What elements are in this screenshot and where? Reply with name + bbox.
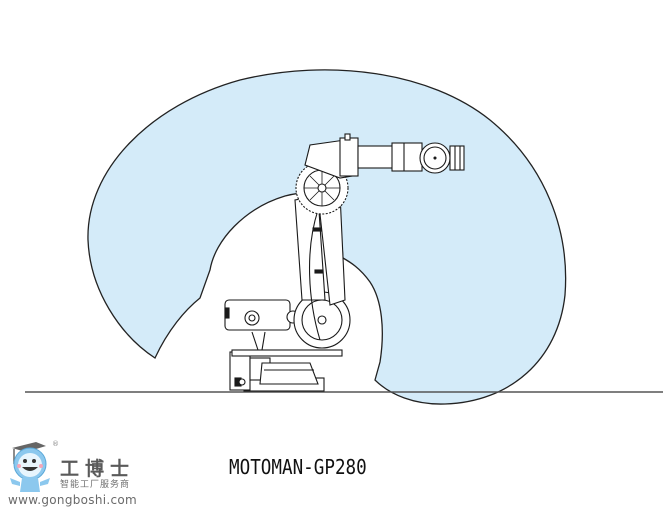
robot-drawing — [224, 133, 465, 392]
logo-tagline: 智能工厂服务商 — [60, 480, 131, 490]
robot-flange — [449, 145, 465, 171]
model-name-label: MOTOMAN-GP280 — [229, 455, 367, 479]
robot-forearm — [357, 145, 395, 169]
logo-brand-name: 工博士 — [60, 458, 136, 480]
logo-url-link[interactable]: www.gongboshi.com — [8, 493, 138, 507]
registered-mark: ® — [52, 440, 59, 448]
gongboshi-mascot-icon — [10, 442, 50, 492]
